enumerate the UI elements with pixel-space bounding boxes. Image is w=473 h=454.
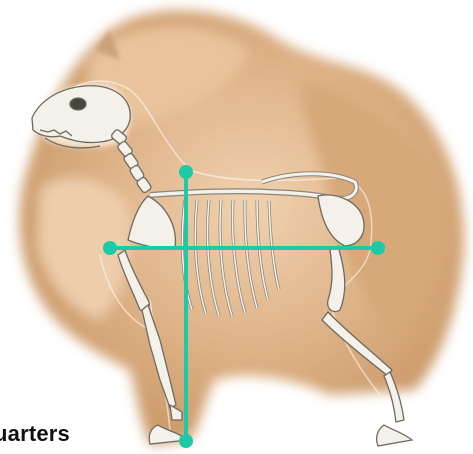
caption-text: uarters <box>0 421 70 447</box>
measure-point-withers <box>179 165 193 179</box>
measure-point-chest <box>103 241 117 255</box>
dog-fur <box>19 10 464 445</box>
measure-point-rump <box>371 241 385 255</box>
measure-point-ground <box>179 434 193 448</box>
